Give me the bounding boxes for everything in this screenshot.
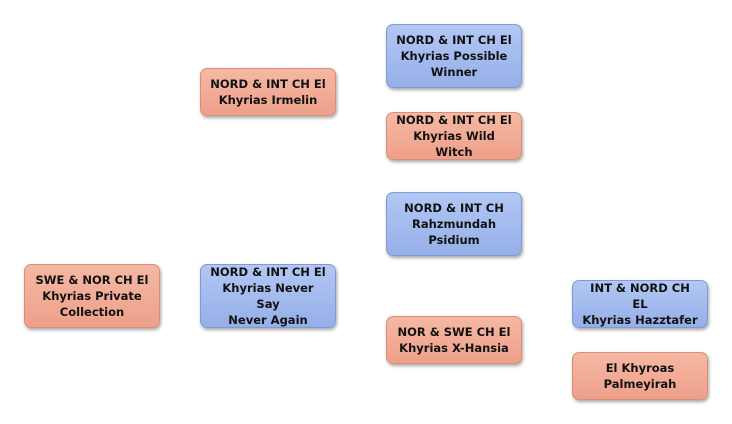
node-dam: NORD & INT CH El Khyrias Irmelin xyxy=(200,68,336,116)
node-line: NORD & INT CH El xyxy=(396,33,512,47)
node-line: Khyrias X-Hansia xyxy=(399,341,509,355)
node-sire-dam: NOR & SWE CH El Khyrias X-Hansia xyxy=(386,316,522,364)
node-dam-dam: NORD & INT CH El Khyrias Wild Witch xyxy=(386,112,522,160)
node-line: NORD & INT CH El xyxy=(396,113,512,127)
node-line: NORD & INT CH El xyxy=(210,265,326,279)
node-sire: NORD & INT CH El Khyrias Never Say Never… xyxy=(200,264,336,328)
node-line: Khyrias Private xyxy=(42,289,142,303)
node-line: NOR & SWE CH El xyxy=(397,325,511,339)
node-line: Psidium xyxy=(428,233,480,247)
node-sire-dam-dam: El Khyroas Palmeyirah xyxy=(572,352,708,400)
node-line: Khyrias Never Say xyxy=(222,281,314,311)
node-line: Collection xyxy=(59,305,125,319)
node-line: Khyrias Possible xyxy=(400,49,508,63)
node-line: El Khyroas xyxy=(605,361,675,375)
node-line: NORD & INT CH xyxy=(404,201,504,215)
node-line: Palmeyirah xyxy=(603,377,677,391)
node-line: Khyrias Wild Witch xyxy=(413,129,495,159)
node-line: Never Again xyxy=(228,313,308,327)
node-line: Khyrias Irmelin xyxy=(218,93,318,107)
node-line: Khyrias Hazztafer xyxy=(582,313,698,327)
node-line: Rahzmundah xyxy=(411,217,497,231)
node-sire-sire: NORD & INT CH Rahzmundah Psidium xyxy=(386,192,522,256)
node-sire-dam-sire: INT & NORD CH EL Khyrias Hazztafer xyxy=(572,280,708,328)
node-root: SWE & NOR CH El Khyrias Private Collecti… xyxy=(24,264,160,328)
node-line: INT & NORD CH EL xyxy=(590,281,690,311)
node-dam-sire: NORD & INT CH El Khyrias Possible Winner xyxy=(386,24,522,88)
node-line: Winner xyxy=(430,65,478,79)
node-line: SWE & NOR CH El xyxy=(35,273,149,287)
node-line: NORD & INT CH El xyxy=(210,77,326,91)
